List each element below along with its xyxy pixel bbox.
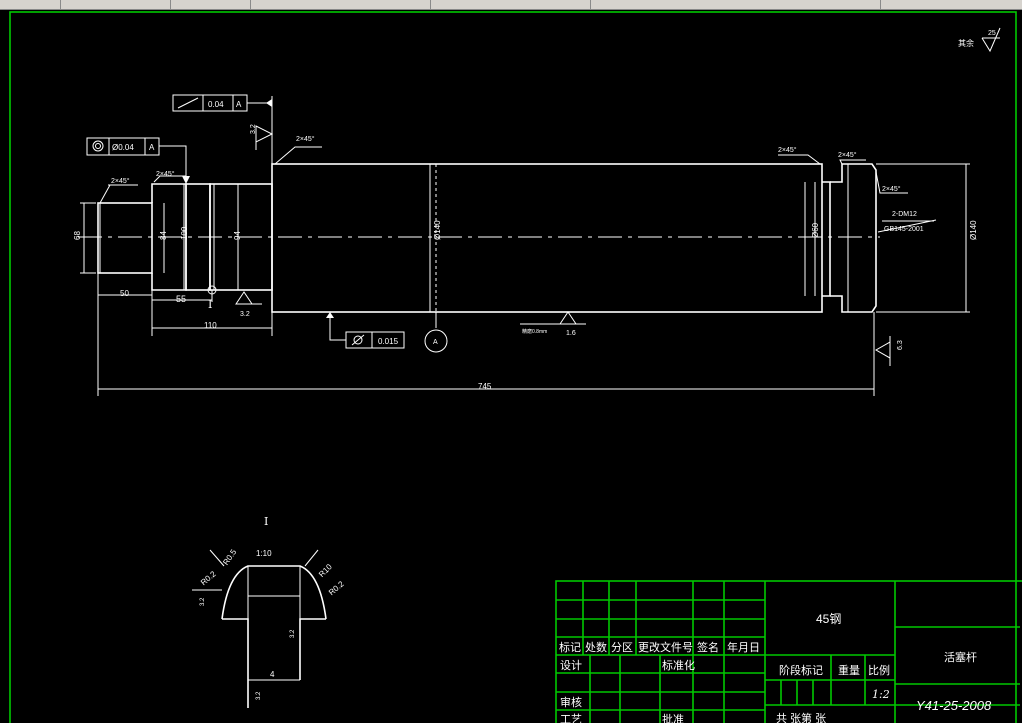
detail-rough-a: 3.2 — [200, 597, 206, 606]
detail-rough-c: 3.2 — [256, 691, 262, 700]
roughness-icon — [874, 341, 891, 359]
toolbar-divider — [430, 0, 431, 9]
chamfer-label-6: 2×45° — [882, 185, 901, 193]
dim-d140: Ø140 — [433, 220, 442, 240]
roughness-icon — [255, 125, 274, 143]
general-roughness-note: 其余 25 — [958, 27, 1001, 53]
dim-l50: 50 — [120, 289, 129, 298]
roughness-icon — [235, 291, 253, 305]
fcf-cylindricity — [326, 312, 405, 349]
detail-r10: R10 — [317, 562, 334, 579]
fcf-cyl-value: 0.015 — [378, 337, 399, 346]
tb-design: 设计 — [560, 659, 582, 672]
tb-scale-label: 比例 — [868, 663, 890, 677]
drawing-canvas[interactable]: 其余 25 — [0, 9, 1022, 723]
tb-scale-value: 1:2 — [872, 688, 890, 701]
fcf-coax-value: Ø0.04 — [112, 143, 134, 152]
drawing-border — [9, 11, 1017, 723]
detail-taper: 1:10 — [256, 549, 272, 558]
chamfer-label-5: 2×45° — [838, 151, 857, 159]
tb-review: 审核 — [560, 695, 582, 709]
roughness-note-3: 1.6 — [566, 330, 576, 337]
centre-hole-leader — [877, 219, 937, 233]
roughness-general-label: 其余 — [958, 38, 974, 48]
dim-l745: 745 — [478, 382, 492, 391]
tb-weight: 重量 — [838, 663, 860, 677]
dim-l110: 110 — [204, 321, 217, 330]
datum-symbol-icon — [424, 329, 448, 353]
tb-header-date: 年月日 — [727, 640, 760, 654]
tb-header-zone: 分区 — [611, 641, 633, 654]
detail-marker-icon — [207, 285, 217, 295]
tb-stage-mark: 阶段标记 — [779, 663, 823, 677]
chamfer-leaders — [99, 146, 908, 204]
chamfer-label-3: 2×45° — [296, 135, 315, 143]
detail-len4: 4 — [270, 670, 275, 679]
datum-letter: A — [433, 339, 438, 346]
title-block — [555, 580, 1022, 723]
detail-view-outline — [192, 549, 327, 708]
tb-header-sign: 签名 — [697, 640, 719, 654]
fcf-coaxiality — [86, 137, 190, 184]
cylindricity-icon — [351, 334, 365, 346]
dim-d60: Ø60 — [811, 222, 820, 238]
roughness-icon — [559, 311, 577, 325]
toolbar-divider — [880, 0, 881, 9]
roughness-note-4: 6.3 — [897, 340, 904, 350]
tb-sheet-text: 共 张第 张 — [776, 711, 826, 723]
tb-header-mark: 标记 — [559, 640, 581, 654]
dimension-lines — [80, 163, 970, 396]
centre-hole-std: GB145-2001 — [884, 226, 924, 233]
roughness-note-1: 3.2 — [250, 124, 257, 134]
tb-drawing-no: Y41-25-2008 — [916, 698, 992, 713]
roughness-symbol-icon — [981, 27, 1001, 53]
toolbar-divider — [590, 0, 591, 9]
tb-part-name: 活塞杆 — [944, 650, 977, 664]
dim-d100: 100 — [180, 226, 189, 240]
top-toolbar-strip[interactable] — [0, 0, 1022, 10]
tb-header-change-doc: 更改文件号 — [638, 640, 693, 654]
detail-rough-b: 3.2 — [290, 629, 296, 638]
detail-title: I — [264, 515, 268, 528]
roughness-general-value: 25 — [988, 30, 996, 37]
detail-r02b: R0.2 — [327, 579, 346, 597]
fcf-runout-datum: A — [236, 100, 242, 109]
tb-process: 工艺 — [560, 713, 582, 723]
detail-r02a: R0.2 — [199, 569, 218, 587]
toolbar-divider — [170, 0, 171, 9]
shaft-outline — [97, 163, 877, 313]
tb-material: 45钢 — [816, 612, 841, 626]
fcf-coax-datum: A — [149, 143, 155, 152]
dim-d94: 94 — [233, 231, 242, 240]
dim-d140-right: Ø140 — [969, 220, 978, 240]
dim-l55: 55 — [176, 294, 186, 304]
chamfer-label-2: 2×45° — [156, 170, 175, 178]
tb-header-count: 处数 — [585, 641, 607, 654]
centre-hole-spec: 2-DM12 — [892, 211, 917, 218]
runout-arrow-icon — [177, 97, 199, 109]
chamfer-label-1: 2×45° — [111, 177, 130, 185]
roughness-note-small: 精磨0.8mm — [522, 328, 547, 335]
detail-mark: I — [208, 298, 212, 311]
roughness-note-2: 3.2 — [240, 311, 250, 318]
fcf-runout — [172, 94, 273, 164]
detail-r05: R0.5 — [221, 547, 238, 566]
toolbar-divider — [250, 0, 251, 9]
dim-d84: 84 — [159, 231, 168, 240]
tb-standardize: 标准化 — [662, 658, 695, 672]
dim-d68: 68 — [73, 231, 82, 240]
toolbar-divider — [60, 0, 61, 9]
chamfer-label-4: 2×45° — [778, 146, 797, 154]
tb-approve: 批准 — [662, 712, 684, 723]
coaxiality-icon — [92, 140, 104, 152]
fcf-runout-value: 0.04 — [208, 100, 224, 109]
